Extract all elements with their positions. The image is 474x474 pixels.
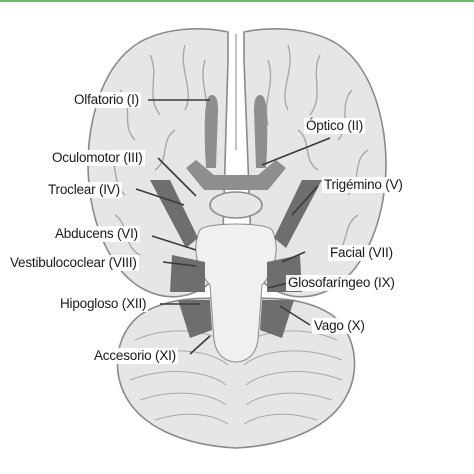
label-vagus: Vago (X)	[312, 318, 367, 334]
label-hypoglossal: Hipogloso (XII)	[58, 296, 149, 312]
label-glossopharyngeal: Glosofaríngeo (IX)	[286, 275, 397, 291]
top-frame-line	[0, 0, 474, 2]
label-accessory: Accesorio (XI)	[92, 348, 178, 364]
optic-chiasm	[186, 160, 286, 190]
trigeminal-nerve-right	[274, 180, 322, 248]
cerebellum	[116, 297, 356, 449]
olfactory-bulb-left	[204, 95, 218, 168]
label-trigeminal: Trigémino (V)	[322, 177, 405, 193]
leader-lines	[135, 99, 331, 355]
label-oculomotor: Oculomotor (III)	[50, 150, 145, 166]
pituitary	[209, 191, 263, 219]
label-facial: Facial (VII)	[328, 245, 395, 261]
label-abducens: Abducens (VI)	[53, 226, 140, 242]
gyri-lines	[104, 34, 369, 256]
label-olfactory: Olfatorio (I)	[72, 92, 141, 108]
olfactory-bulb-right	[254, 95, 268, 168]
label-trochlear: Troclear (IV)	[46, 182, 122, 198]
label-optic: Óptico (II)	[304, 118, 366, 134]
brainstem	[195, 223, 277, 363]
label-vestibulocochlear: Vestibulococlear (VIII)	[8, 255, 139, 271]
vagus-bundle-left	[178, 300, 212, 338]
